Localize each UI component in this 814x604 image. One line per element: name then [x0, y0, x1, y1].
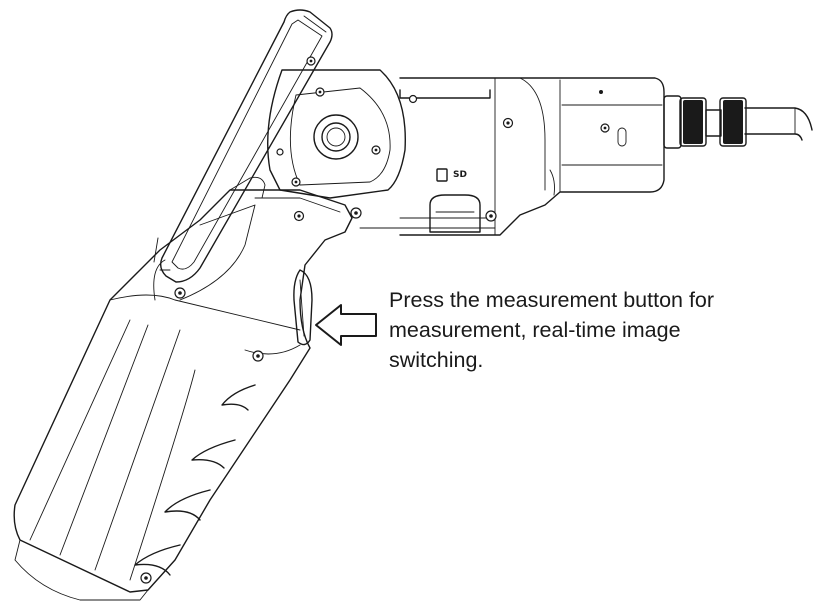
- annotation-line-2: measurement, real-time image: [389, 318, 681, 342]
- sd-slot-label: SD: [453, 170, 467, 180]
- barrel-body: [350, 77, 665, 236]
- annotation-line-1: Press the measurement button for: [389, 288, 715, 312]
- display-panel: [153, 9, 333, 283]
- sd-card-icon: [436, 168, 448, 182]
- hinge-housing: [267, 69, 406, 199]
- pistol-grip: [13, 176, 353, 601]
- cable-connector: [663, 95, 813, 149]
- hollow-left-arrow-icon: [315, 304, 377, 346]
- annotation-line-3: switching.: [389, 348, 484, 372]
- measurement-button-annotation: Press the measurement button for measure…: [389, 285, 809, 375]
